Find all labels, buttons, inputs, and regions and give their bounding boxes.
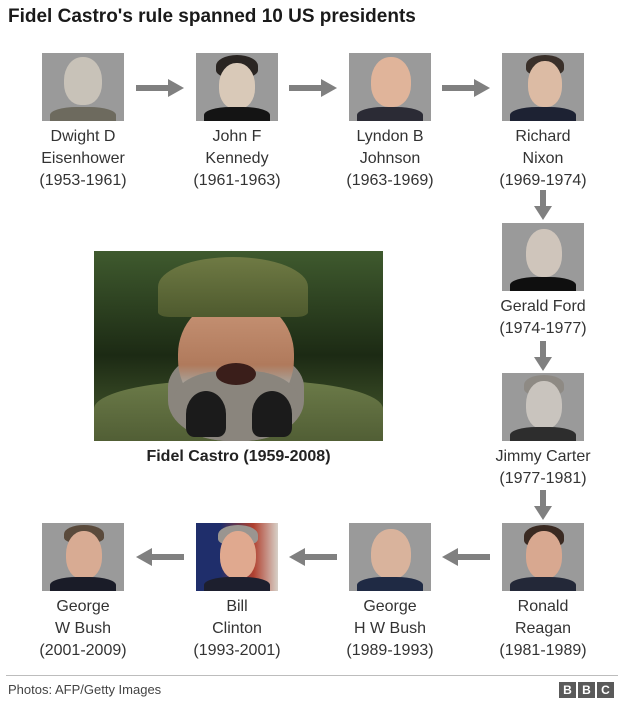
- president-name-line1: Bill: [226, 598, 248, 615]
- president-years: (1993-2001): [193, 642, 281, 659]
- president-years: (1969-1974): [499, 172, 587, 189]
- arrow-icon: [534, 190, 552, 220]
- bbc-logo: B B C: [559, 682, 614, 698]
- photo-nixon: [502, 53, 584, 121]
- president-name-line2: Clinton: [212, 620, 262, 637]
- bbc-logo-letter: B: [578, 682, 595, 698]
- president-years: (1989-1993): [346, 642, 434, 659]
- president-name-line1: George: [363, 598, 417, 615]
- president-years: (2001-2009): [39, 642, 127, 659]
- photo-johnson: [349, 53, 431, 121]
- president-clinton: Bill Clinton (1993-2001): [162, 523, 312, 662]
- president-years: (1974-1977): [499, 320, 587, 337]
- arrow-icon: [136, 79, 184, 97]
- president-years: (1981-1989): [499, 642, 587, 659]
- castro-photo: [94, 251, 383, 441]
- photo-eisenhower: [42, 53, 124, 121]
- president-johnson: Lyndon B Johnson (1963-1969): [315, 53, 465, 192]
- arrow-icon: [136, 548, 184, 566]
- president-carter: Jimmy Carter (1977-1981): [468, 373, 618, 490]
- president-name-line2: Johnson: [359, 150, 421, 167]
- arrow-icon: [289, 79, 337, 97]
- castro-caption: Fidel Castro (1959-2008): [146, 448, 331, 465]
- arrow-icon: [442, 548, 490, 566]
- footer-divider: [6, 675, 618, 676]
- photo-credit: Photos: AFP/Getty Images: [8, 682, 162, 697]
- photo-clinton: [196, 523, 278, 591]
- president-years: (1953-1961): [39, 172, 127, 189]
- president-nixon: Richard Nixon (1969-1974): [468, 53, 618, 192]
- president-years: (1961-1963): [193, 172, 281, 189]
- photo-ford: [502, 223, 584, 291]
- president-name-line2: Eisenhower: [41, 150, 125, 167]
- president-name-line1: Ronald: [517, 598, 569, 615]
- photo-hw-bush: [349, 523, 431, 591]
- photo-w-bush: [42, 523, 124, 591]
- president-name-line2: H W Bush: [353, 620, 426, 637]
- photo-carter: [502, 373, 584, 441]
- president-eisenhower: Dwight D Eisenhower (1953-1961): [8, 53, 158, 192]
- president-name-line1: Richard: [515, 128, 571, 145]
- arrow-icon: [534, 490, 552, 520]
- photo-kennedy: [196, 53, 278, 121]
- bbc-logo-letter: C: [597, 682, 614, 698]
- bbc-logo-letter: B: [559, 682, 576, 698]
- president-name-line1: George: [56, 598, 110, 615]
- arrow-icon: [442, 79, 490, 97]
- president-name-line1: Dwight D: [50, 128, 116, 145]
- arrow-icon: [289, 548, 337, 566]
- president-reagan: Ronald Reagan (1981-1989): [468, 523, 618, 662]
- president-name: Gerald Ford: [500, 298, 586, 315]
- president-name-line1: Lyndon B: [356, 128, 424, 145]
- president-name-line1: John F: [212, 128, 262, 145]
- chart-title: Fidel Castro's rule spanned 10 US presid…: [8, 6, 416, 27]
- president-name-line2: W Bush: [54, 620, 111, 637]
- president-name: Jimmy Carter: [495, 448, 591, 465]
- president-w-bush: George W Bush (2001-2009): [8, 523, 158, 662]
- president-years: (1963-1969): [346, 172, 434, 189]
- president-hw-bush: George H W Bush (1989-1993): [315, 523, 465, 662]
- president-years: (1977-1981): [499, 470, 587, 487]
- president-name-line2: Nixon: [522, 150, 564, 167]
- arrow-icon: [534, 341, 552, 371]
- photo-reagan: [502, 523, 584, 591]
- president-kennedy: John F Kennedy (1961-1963): [162, 53, 312, 192]
- president-name-line2: Kennedy: [205, 150, 269, 167]
- president-ford: Gerald Ford (1974-1977): [468, 223, 618, 340]
- president-name-line2: Reagan: [514, 620, 572, 637]
